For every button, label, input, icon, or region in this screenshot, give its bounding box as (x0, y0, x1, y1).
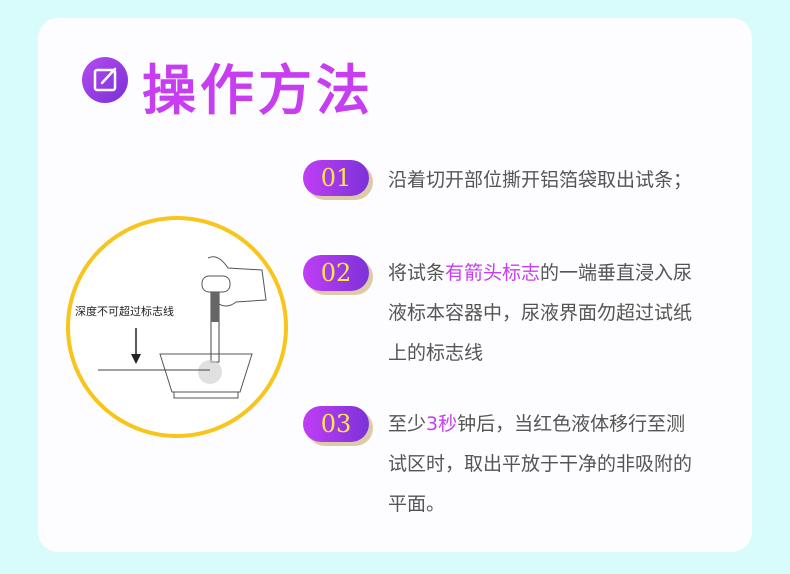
step-badge-01: 01 (303, 160, 369, 196)
step-01-text: 沿着切开部位撕开铝箔袋取出试条； (388, 169, 693, 191)
step-02-text: 将试条有箭头标志的一端垂直浸入尿液标本容器中，尿液界面勿超过试纸上的标志线 (388, 253, 698, 373)
step-02-highlight: 有箭头标志 (445, 262, 541, 284)
page-title: 操作方法 (142, 59, 374, 122)
step-03-post: 钟后，当红色液体移行至测试区时，取出平放于干净的非吸附的平面。 (388, 413, 693, 515)
step-badge-02: 02 (303, 255, 369, 291)
illustration (66, 216, 288, 438)
step-03-highlight: 3秒 (426, 413, 458, 435)
step-03-text: 至少3秒钟后，当红色液体移行至测试区时，取出平放于干净的非吸附的平面。 (388, 404, 698, 524)
step-02-post: 的一端垂直浸入尿液标本容器中，尿液界面勿超过试纸上的标志线 (388, 262, 693, 364)
step-badge-03: 03 (303, 406, 369, 442)
edit-icon (82, 57, 128, 103)
step-02-pre: 将试条 (388, 262, 446, 284)
test-strip-in-cup-drawing (98, 256, 267, 399)
step-03-pre: 至少 (388, 413, 427, 435)
depth-caption: 深度不可超过标志线 (75, 305, 174, 318)
